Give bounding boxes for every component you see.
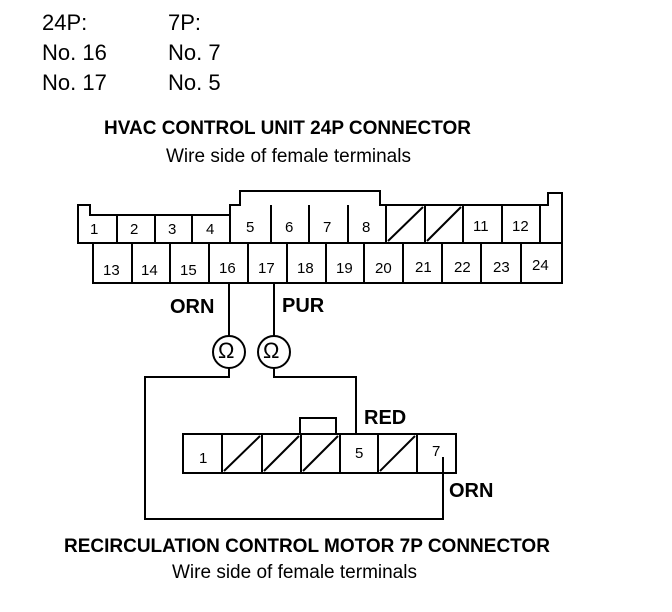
hvac-pin-12: 12 — [512, 218, 529, 235]
orn-wire-lower — [144, 368, 444, 520]
hvac-pin-8: 8 — [362, 219, 371, 236]
wire-label-pur: PUR — [282, 295, 325, 317]
hvac-pin-5: 5 — [246, 219, 255, 236]
pin-header-24p: 24P: — [42, 10, 88, 35]
pin-24p-row-1: No. 16 — [42, 40, 107, 65]
hvac-pin-17: 17 — [258, 260, 275, 277]
red-wire — [273, 368, 357, 434]
motor-connector-outline — [182, 433, 457, 474]
hvac-pin-1: 1 — [90, 221, 99, 238]
hvac-pin-23: 23 — [493, 259, 510, 276]
hvac-pin-20: 20 — [375, 260, 392, 277]
hvac-pin-13: 13 — [103, 262, 120, 279]
hvac-pin-21: 21 — [415, 259, 432, 276]
pin-7p-row-2: No. 5 — [168, 70, 221, 95]
hvac-pin-7: 7 — [323, 219, 332, 236]
pin-24p-row-2: No. 17 — [42, 70, 107, 95]
hvac-pin-3: 3 — [168, 221, 177, 238]
blank-cavity-3 — [263, 435, 300, 472]
blank-cavity-2 — [223, 435, 261, 472]
motor-pin-7: 7 — [432, 443, 441, 460]
hvac-pin-14: 14 — [141, 262, 158, 279]
pin-header-7p: 7P: — [168, 10, 202, 35]
blank-cavity-4 — [302, 435, 339, 472]
hvac-pin-24: 24 — [532, 257, 549, 274]
wire-label-orn-bottom: ORN — [449, 480, 494, 502]
pin-7p-row-1: No. 7 — [168, 40, 221, 65]
hvac-connector-title: HVAC CONTROL UNIT 24P CONNECTOR — [104, 118, 472, 139]
hvac-pin-11: 11 — [473, 218, 489, 235]
hvac-pin-22: 22 — [454, 259, 471, 276]
motor-pin-1: 1 — [199, 450, 208, 467]
hvac-pin-16: 16 — [219, 260, 236, 277]
blank-cavity-10 — [426, 206, 462, 242]
blank-cavity-6 — [379, 435, 416, 472]
ohm-symbol-2: Ω — [263, 338, 280, 363]
hvac-pin-6: 6 — [285, 219, 294, 236]
motor-pin-5: 5 — [355, 445, 364, 462]
hvac-connector-subtitle: Wire side of female terminals — [166, 146, 411, 167]
hvac-pin-4: 4 — [206, 221, 215, 238]
blank-cavity-9 — [387, 206, 424, 242]
hvac-pin-18: 18 — [297, 260, 314, 277]
hvac-pin-15: 15 — [180, 262, 197, 279]
motor-connector-title: RECIRCULATION CONTROL MOTOR 7P CONNECTOR — [64, 536, 550, 557]
wire-label-red: RED — [364, 407, 407, 429]
motor-connector-latch — [299, 417, 337, 434]
hvac-pin-19: 19 — [336, 260, 353, 277]
wire-label-orn-top: ORN — [170, 296, 215, 318]
motor-connector-subtitle: Wire side of female terminals — [172, 562, 417, 583]
hvac-connector-outline — [77, 190, 563, 284]
ohm-symbol-1: Ω — [218, 338, 235, 363]
hvac-pin-2: 2 — [130, 221, 139, 238]
